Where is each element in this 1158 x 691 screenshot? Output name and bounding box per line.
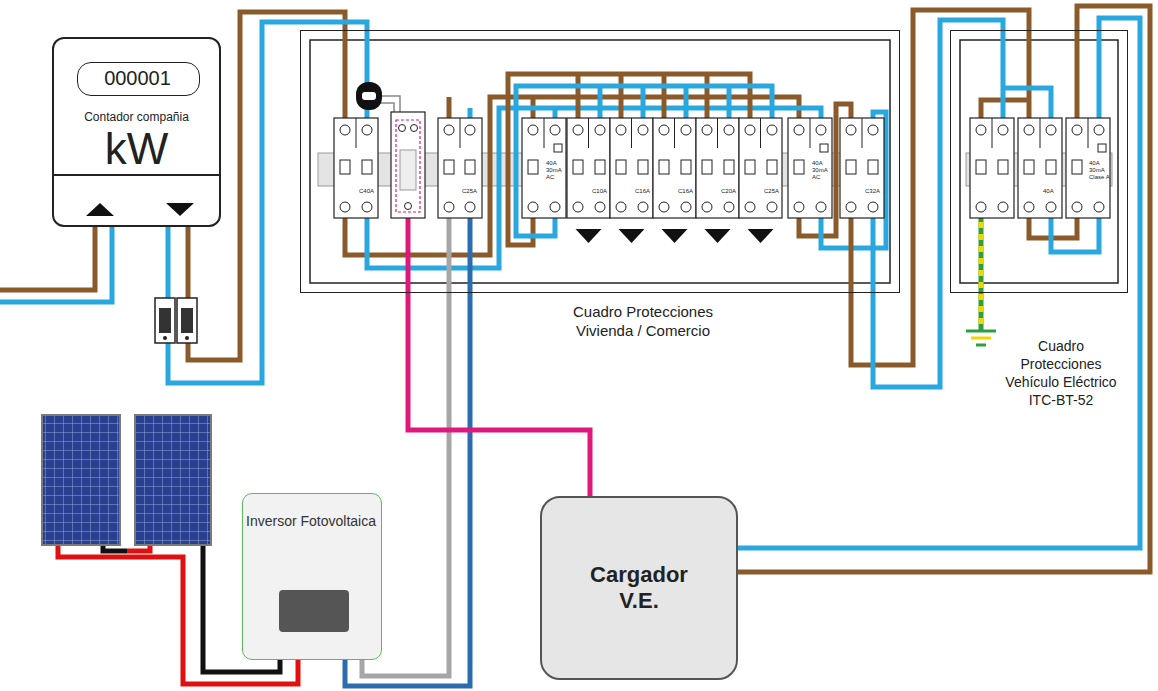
breaker-rating: 40A 30mA AC [812, 160, 832, 181]
solar-panels [42, 415, 211, 545]
import-arrow [86, 203, 114, 216]
breaker-rating: 40A 30mA AC [546, 160, 566, 181]
meter-display: 000001 [77, 62, 200, 96]
breaker-rating: C25A [764, 188, 784, 195]
breaker-rating: C16A [678, 188, 698, 195]
breaker-rating: 40A 30mA Clase A [1089, 160, 1111, 181]
internal-wiring [345, 30, 886, 293]
breaker-rating: C32A [865, 188, 885, 195]
meter-divider [53, 174, 220, 176]
inverter-box: Inversor Fotovoltaica [242, 493, 382, 660]
panel-caption: Cuadro Protecciones Vehículo Eléctrico I… [999, 337, 1123, 409]
breaker-rating: C10A [592, 188, 612, 195]
node-text: kW [56, 125, 217, 173]
panel-inner-frame [310, 40, 890, 283]
breaker-rating: C40A [359, 188, 379, 195]
breaker-rating: C25A [462, 188, 482, 195]
node-text: 000001 [80, 67, 195, 90]
inverter-screen [279, 590, 349, 632]
charger-box: Cargador V.E. [540, 496, 738, 680]
panel-caption: Cuadro Protecciones Vivienda / Comercio [570, 302, 716, 340]
earth-symbol [966, 331, 996, 345]
meter-box: Contador compañiakW 000001 [52, 37, 221, 227]
node-text: Inversor Fotovoltaica [245, 512, 377, 530]
main-fuses [155, 298, 197, 343]
node-text: Cargador V.E. [574, 562, 704, 614]
breakers [334, 118, 1110, 243]
breaker-rating: 40A [1043, 188, 1063, 195]
node-text: Contador compañia [56, 110, 217, 125]
panel-inner-frame [960, 40, 1118, 283]
current-sensor [356, 82, 425, 218]
breaker-rating: C20A [721, 188, 741, 195]
breaker-rating: C16A [635, 188, 655, 195]
protection-panel: Cuadro Protecciones Vivienda / Comercio [300, 30, 900, 293]
wire-connector [851, 10, 1029, 387]
wire-connector [738, 6, 1150, 572]
wire-connector [408, 293, 590, 496]
export-arrow [166, 203, 194, 216]
ev-protection-panel: Cuadro Protecciones Vehículo Eléctrico I… [950, 30, 1128, 293]
